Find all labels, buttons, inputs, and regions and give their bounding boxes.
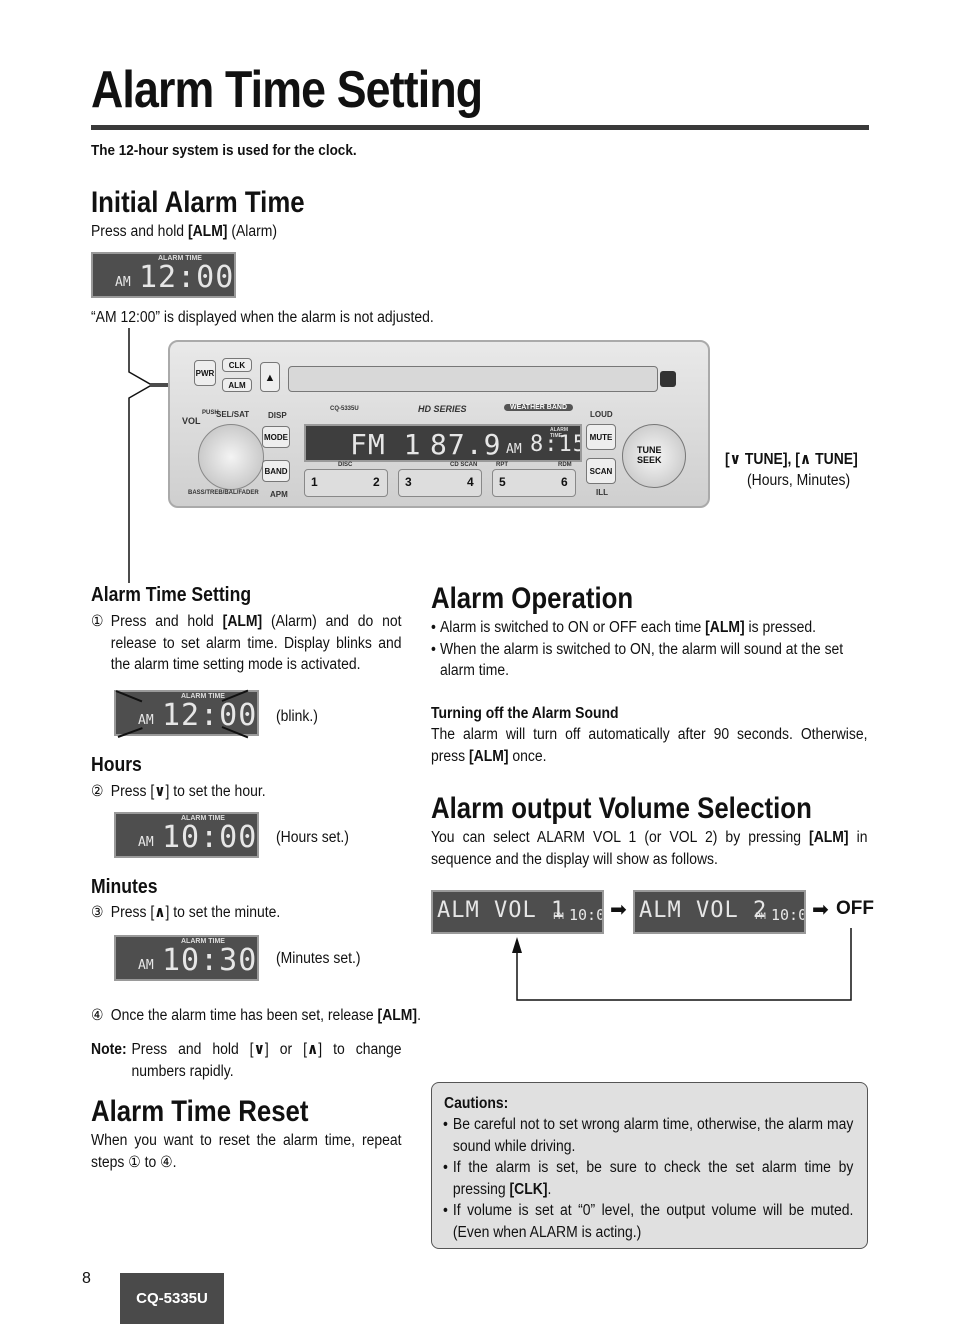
note: Note: Press and hold [∨] or [∧] to chang… (91, 1041, 402, 1080)
up-chevron-icon: ∧ (799, 451, 812, 468)
tune-callout-sub: (Hours, Minutes) (747, 472, 851, 489)
bass-label: BASS/TREB/BAL/FADER (188, 490, 259, 496)
open-button[interactable] (660, 371, 676, 387)
cd-slot (288, 366, 658, 392)
volume-text: You can select ALARM VOL 1 (or VOL 2) by… (431, 829, 868, 868)
arrow-icon: ➡ (812, 899, 829, 921)
clk-button[interactable]: CLK (222, 358, 252, 372)
initial-heading: Initial Alarm Time (91, 186, 305, 219)
vol2-display: ALM VOL 2 PM 10:00 (633, 890, 806, 934)
minutes-display: ALARM TIME AM 10:30 (114, 935, 259, 981)
minutes-label: (Minutes set.) (276, 950, 361, 967)
ill-label: ILL (596, 488, 608, 497)
apm-label: APM (270, 490, 288, 499)
loud-label: LOUD (590, 410, 613, 419)
cautions-box (431, 1082, 868, 1249)
tune-seek-rocker[interactable]: TUNE SEEK (622, 424, 686, 488)
band-button[interactable]: BAND (262, 460, 290, 482)
minutes-heading: Minutes (91, 876, 158, 898)
up-chevron-icon: ∧ (154, 904, 166, 921)
cautions-list: •Be careful not to set wrong alarm time,… (443, 1116, 854, 1241)
down-chevron-icon: ∨ (154, 783, 166, 800)
volume-knob[interactable] (198, 424, 264, 490)
callout-lines (128, 328, 224, 583)
off-label: OFF (836, 898, 874, 919)
setting-heading: Alarm Time Setting (91, 584, 252, 606)
cautions-heading: Cautions: (444, 1095, 509, 1112)
turnoff-heading: Turning off the Alarm Sound (431, 705, 619, 722)
turnoff-text: The alarm will turn off automatically af… (431, 726, 868, 765)
tune-callout: [∨ TUNE], [∧ TUNE] (725, 451, 858, 468)
preset-5-6[interactable]: 5 6 (492, 469, 576, 497)
preset-1[interactable]: 1 (311, 475, 318, 489)
blink-display: ALARM TIME AM 12:00 (114, 690, 259, 736)
clock-note: The 12-hour system is used for the clock… (91, 142, 357, 159)
preset-5[interactable]: 5 (499, 475, 506, 489)
preset-1-2[interactable]: 1 2 (304, 469, 388, 497)
mute-button[interactable]: MUTE (586, 424, 616, 450)
page-title: Alarm Time Setting (91, 61, 483, 119)
eject-button[interactable]: ▲ (260, 362, 280, 392)
preset-4[interactable]: 4 (467, 475, 474, 489)
hours-heading: Hours (91, 754, 142, 776)
rdm-label: RDM (558, 462, 572, 468)
vol-label: VOL (182, 416, 201, 426)
initial-instruction: Press and hold [ALM] (Alarm) (91, 223, 278, 240)
pwr-button[interactable]: PWR (194, 360, 216, 386)
title-rule (91, 125, 869, 130)
arrow-icon: ➡ (610, 899, 627, 921)
preset-3[interactable]: 3 (405, 475, 412, 489)
reset-text: When you want to reset the alarm time, r… (91, 1132, 402, 1171)
blink-label: (blink.) (276, 708, 318, 725)
preset-3-4[interactable]: 3 4 (398, 469, 482, 497)
model-tab: CQ-5335U (120, 1273, 224, 1324)
seek-label: SEEK (637, 455, 662, 465)
cd-scan-label: CD SCAN (450, 462, 478, 468)
vol1-display: ALM VOL 1 PM 10:00 (431, 890, 604, 934)
rpt-label: RPT (496, 462, 508, 468)
initial-display: ALARM TIME AM 12:00 (91, 252, 236, 298)
cycle-return-arrow (512, 928, 852, 1001)
alm-button[interactable]: ALM (222, 378, 252, 392)
operation-heading: Alarm Operation (431, 582, 634, 615)
sel-sat-label: SEL/SAT (216, 410, 250, 419)
preset-2[interactable]: 2 (373, 475, 380, 489)
operation-bullets: •Alarm is switched to ON or OFF each tim… (431, 619, 844, 679)
mode-button[interactable]: MODE (262, 426, 290, 448)
volume-heading: Alarm output Volume Selection (431, 792, 812, 825)
down-chevron-icon: ∨ (729, 451, 741, 468)
model-label: CQ-5335U (330, 406, 359, 412)
initial-caption: “AM 12:00” is displayed when the alarm i… (91, 309, 434, 326)
tune-label: TUNE (637, 445, 662, 455)
preset-6[interactable]: 6 (561, 475, 568, 489)
push-label: PUSH (202, 410, 219, 416)
reset-heading: Alarm Time Reset (91, 1095, 309, 1128)
series-label: HD SERIES (418, 404, 467, 414)
car-stereo-faceplate: PWR CLK ALM ▲ VOL PUSH SEL/SAT DISP BASS… (168, 340, 710, 508)
disp-label: DISP (268, 411, 287, 420)
hours-label: (Hours set.) (276, 829, 349, 846)
weather-band-label: WEATHER BAND (504, 404, 574, 411)
scan-button[interactable]: SCAN (586, 458, 616, 484)
hours-display: ALARM TIME AM 10:00 (114, 812, 259, 858)
disc-label: DISC (338, 462, 353, 468)
page-number: 8 (82, 1270, 91, 1287)
main-display: ALARM TIME FM 1 87.9 AM 8:15 (304, 424, 582, 462)
